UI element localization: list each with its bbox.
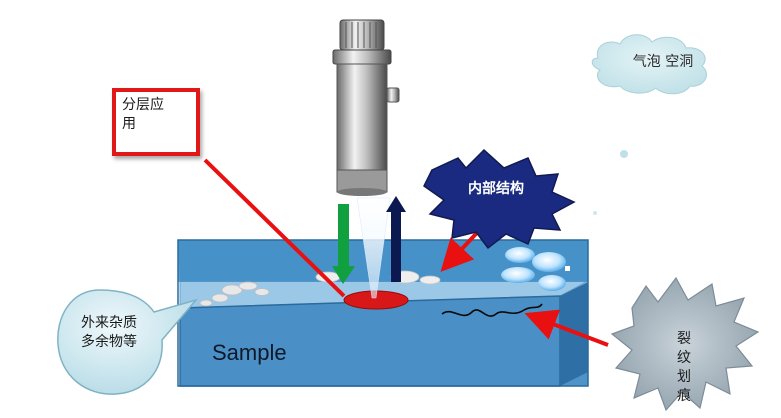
transmit-arrow [332, 204, 355, 284]
layering-label: 分层应用 [122, 97, 164, 132]
crack-line [441, 303, 543, 317]
echo-arrow [386, 196, 406, 282]
sample-block-upper-back [178, 240, 588, 282]
cloud-tail-dot-small [593, 211, 597, 215]
crack-scratch-label: 裂纹划痕 [677, 331, 691, 404]
ultrasonic-transducer [332, 19, 400, 196]
layering-label-box: 分层应用 [112, 88, 200, 156]
internal-structure-burst [423, 148, 576, 250]
pointer-layering [203, 158, 346, 298]
crack-scratch-burst [610, 276, 760, 412]
voids-label: 气泡 空洞 [632, 54, 694, 70]
impurity-particles [199, 281, 270, 307]
pointer-cracks [524, 309, 609, 347]
sample-label: Sample [212, 340, 287, 365]
void-bubbles [501, 247, 570, 291]
ultrasound-beam [356, 197, 391, 299]
impurity-callout-bubble [57, 289, 199, 395]
impurity-label: 外来杂质多余物等 [81, 315, 137, 350]
cloud-tail-dot [620, 150, 628, 158]
voids-cloud [591, 34, 707, 95]
internal-structure-label: 内部结构 [468, 181, 524, 197]
